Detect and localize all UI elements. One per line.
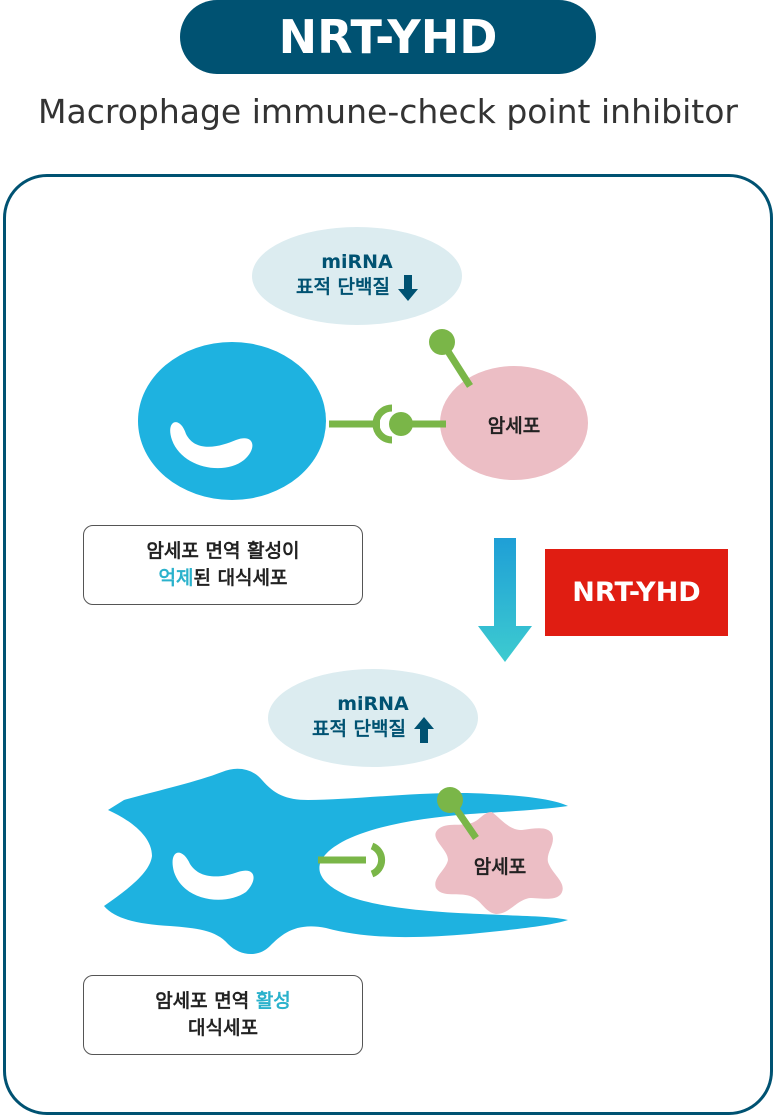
bubble-line1: miRNA <box>337 693 409 716</box>
arrow-up-icon <box>414 716 434 743</box>
caption-line1: 암세포 면역 활성이 <box>146 540 300 563</box>
caption-activated: 암세포 면역 활성 대식세포 <box>83 975 363 1055</box>
bubble-line2: 표적 단백질 <box>311 718 406 740</box>
mirna-target-bubble-top: miRNA 표적 단백질 <box>252 227 462 325</box>
caption-line2: 된 대식세포 <box>193 567 288 589</box>
drug-label-box: NRT-YHD <box>545 549 728 636</box>
arrow-down-icon <box>398 274 418 301</box>
cancer-ligand-top <box>429 329 473 388</box>
caption-line1: 암세포 면역 <box>155 990 256 1013</box>
caption-suppressed: 암세포 면역 활성이 억제된 대식세포 <box>83 525 363 605</box>
macrophage-nucleus <box>170 422 253 469</box>
arrow-down-gradient-icon <box>478 538 532 662</box>
receptor-unbound-bottom <box>318 842 386 878</box>
cancer-cell-label-top: 암세포 <box>487 415 541 437</box>
cancer-cell-top <box>440 366 588 480</box>
macrophage-nucleus-bottom <box>172 852 254 900</box>
activated-macrophage-cell <box>104 768 568 955</box>
diagram-frame <box>3 174 773 1115</box>
suppressed-macrophage-cell <box>138 342 326 500</box>
cancer-cell-bottom <box>435 812 563 914</box>
page-subtitle: Macrophage immune-check point inhibitor <box>38 92 738 131</box>
mirna-target-bubble-bottom: miRNA 표적 단백질 <box>268 669 478 767</box>
page-title: NRT-YHD <box>180 0 596 74</box>
cancer-ligand-bottom <box>437 787 479 840</box>
caption-highlight-suppress: 억제 <box>158 567 194 589</box>
bubble-line1: miRNA <box>321 251 393 274</box>
cancer-cell-label-bottom: 암세포 <box>473 856 527 878</box>
bubble-line2: 표적 단백질 <box>295 276 390 298</box>
receptor-binding-top <box>329 404 446 444</box>
caption-line2: 대식세포 <box>188 1017 258 1039</box>
caption-highlight-activate: 활성 <box>255 990 291 1013</box>
